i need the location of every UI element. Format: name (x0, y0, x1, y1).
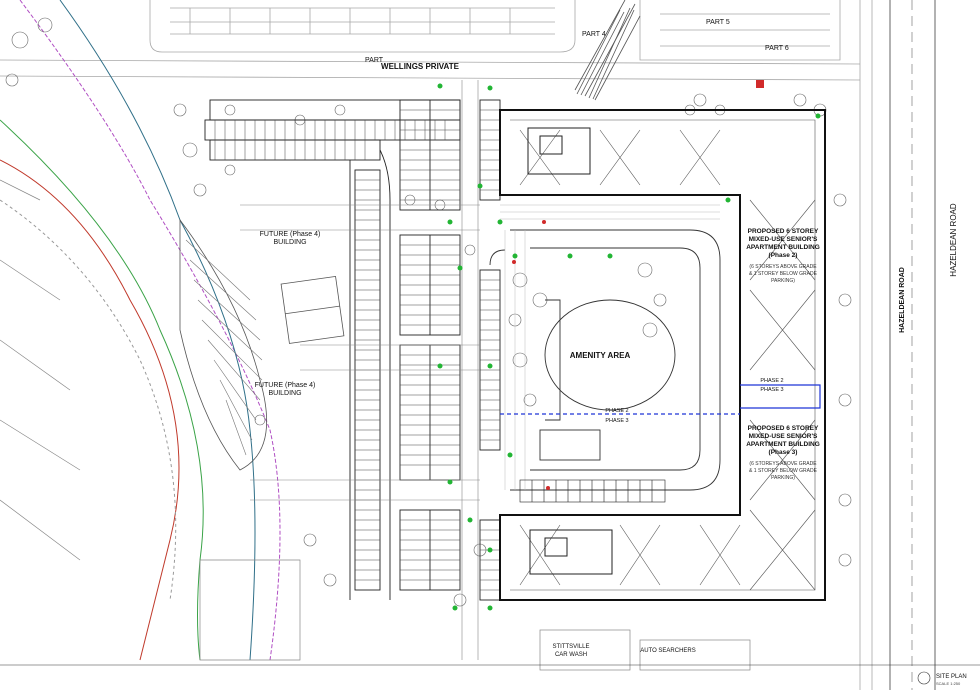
service-rooms (527, 127, 613, 575)
future-building-label-bot-2: BUILDING (268, 390, 301, 397)
stittsville-line1: STITTSVILLE (552, 644, 589, 650)
hazeldean-road (889, 0, 936, 690)
road-label-wellings: WELLINGS PRIVATE (381, 62, 460, 71)
future-building-label-top-1: FUTURE (Phase 4) (260, 231, 321, 238)
phase-line (500, 384, 821, 415)
future-building-label-top-2: BUILDING (273, 239, 306, 246)
phase3-building-line2: MIXED-USE SENIOR'S (749, 433, 818, 440)
amenity-paving (500, 204, 720, 490)
amenity-area-label: AMENITY AREA (570, 351, 631, 360)
amenity-garage-stalls (519, 479, 666, 503)
phase3-building-line4: (Phase 3) (769, 449, 798, 456)
phase2-note-line1: (6 STOREYS ABOVE GRADE (749, 264, 817, 270)
creek-teal-line (59, 0, 256, 661)
phase3-note-line1: (6 STOREYS ABOVE GRADE (749, 461, 817, 467)
drive-aisles (240, 80, 480, 660)
phase2-3-building-outline (499, 109, 826, 601)
north-parking-background (0, 0, 873, 690)
red-markers (512, 80, 764, 490)
road-label-hazeldean: HAZELDEAN ROAD (899, 267, 906, 333)
part-left-label: PART (365, 57, 384, 64)
phase2-building-line1: PROPOSED 6 STOREY (748, 228, 819, 235)
sheet-scale: SCALE 1:250 (936, 681, 961, 686)
building-interior-lines (510, 119, 816, 591)
phase2-note-line3: PARKING) (771, 278, 795, 284)
phase2-building-line3: APARTMENT BUILDING (746, 244, 820, 251)
access-ramp (574, 0, 641, 101)
tree-markers (437, 83, 821, 611)
hatched-slope (179, 218, 268, 471)
tennis-court (280, 275, 345, 344)
phase2-tag-right: PHASE 2 (760, 378, 783, 384)
part6-label: PART 6 (765, 45, 789, 52)
creek-purple-line (19, 0, 281, 661)
sheet-title: SITE PLAN (936, 674, 967, 680)
south-neighbours (0, 179, 751, 671)
phase2-tag-mid: PHASE 2 (605, 408, 628, 414)
parking-stall-lines (214, 109, 500, 591)
phase2-building-line2: MIXED-USE SENIOR'S (749, 236, 818, 243)
creek-green-line (0, 119, 204, 661)
auto-searchers-label: AUTO SEARCHERS (640, 648, 696, 654)
creek-red-line (0, 159, 180, 661)
title-block (0, 664, 980, 685)
phase3-note-line3: PARKING) (771, 475, 795, 481)
future-building-label-bot-1: FUTURE (Phase 4) (255, 382, 316, 389)
parking-lot (204, 99, 501, 601)
phase3-building-line3: APARTMENT BUILDING (746, 441, 820, 448)
road-label-hazeldean-alt: HAZELDEAN ROAD (949, 203, 958, 277)
phase3-tag-mid: PHASE 3 (605, 418, 628, 424)
part5-label: PART 5 (706, 19, 730, 26)
phase3-tag-right: PHASE 3 (760, 387, 783, 393)
trees (5, 17, 852, 607)
phase2-note-line2: & 1 STOREY BELOW GRADE (749, 271, 818, 277)
phase3-building-line1: PROPOSED 6 STOREY (748, 425, 819, 432)
part4-label: PART 4 (582, 31, 606, 38)
amenity-courtyard (489, 229, 721, 491)
phase3-note-line2: & 1 STOREY BELOW GRADE (749, 468, 818, 474)
phase2-building-line4: (Phase 2) (769, 252, 798, 259)
stittsville-line2: CAR WASH (555, 652, 587, 658)
creek-lines (0, 0, 281, 661)
